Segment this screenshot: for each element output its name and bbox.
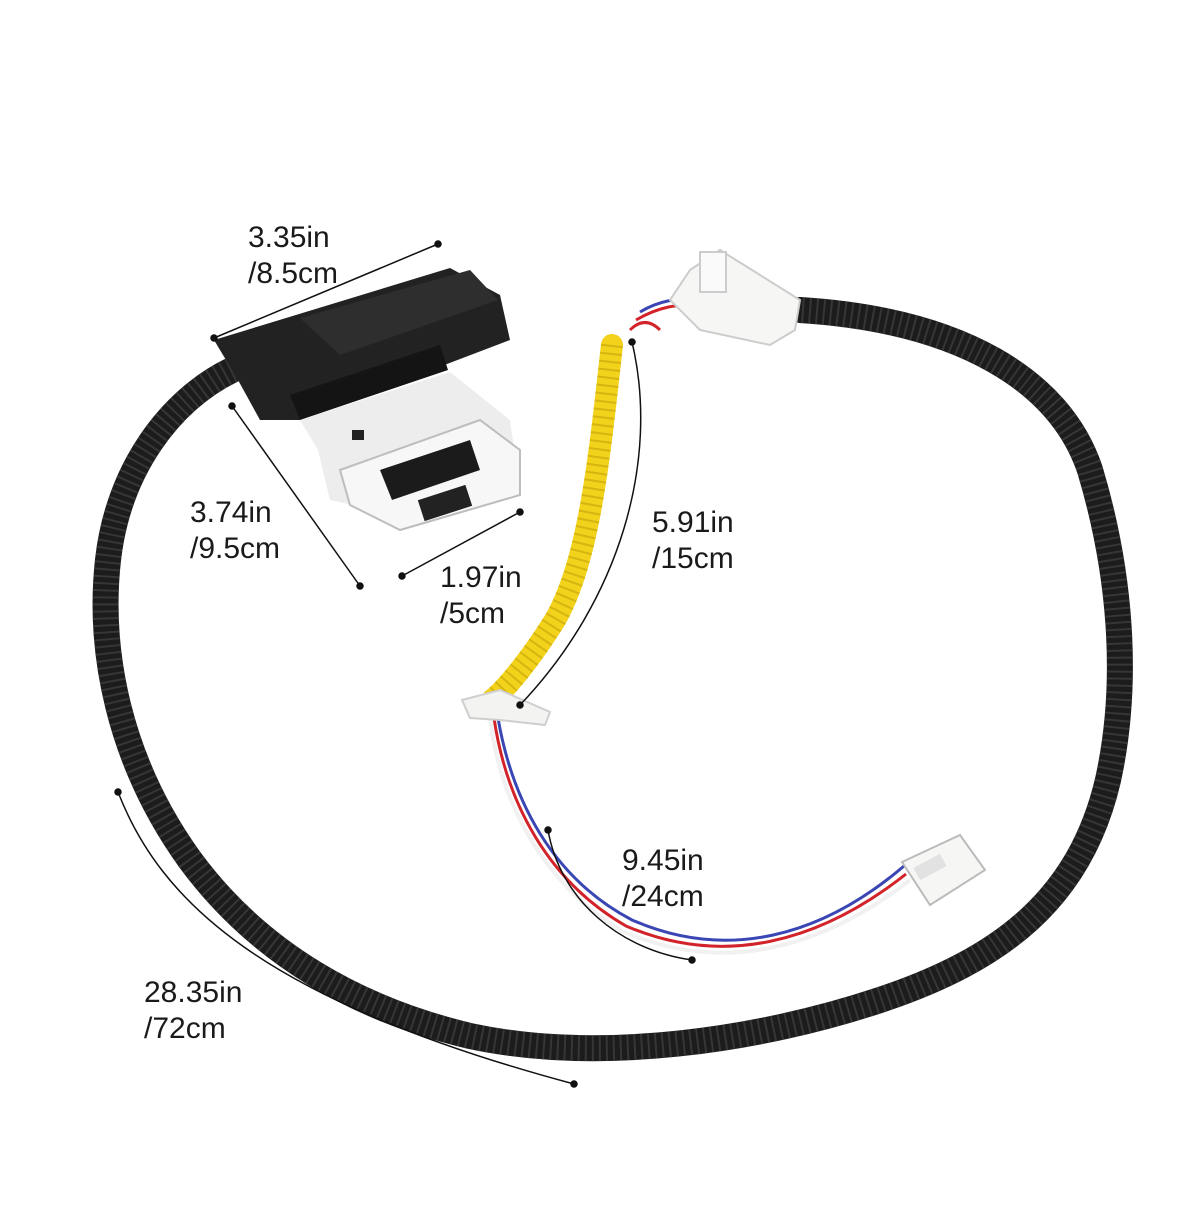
dimension-lines	[114, 240, 696, 1088]
dimension-label-black-harness: 28.35in /72cm	[144, 975, 242, 1047]
cm-value: /15cm	[652, 542, 734, 575]
inch-value: 3.74in	[190, 496, 272, 529]
inch-value: 1.97in	[440, 561, 522, 594]
bottom-connector	[900, 833, 987, 907]
inch-value: 3.35in	[248, 221, 330, 254]
cm-value: /9.5cm	[190, 532, 281, 565]
inch-value: 5.91in	[652, 506, 734, 539]
dimension-label-lock-length: 3.35in /8.5cm	[248, 220, 338, 292]
lid-lock-switch	[214, 268, 521, 532]
cable-clip	[460, 688, 552, 727]
cm-value: /5cm	[440, 597, 506, 630]
dimension-label-yellow-sleeve: 5.91in /15cm	[652, 505, 734, 577]
inch-value: 28.35in	[144, 976, 243, 1009]
wire-lead	[488, 297, 912, 955]
dimension-label-lock-depth: 3.74in /9.5cm	[190, 495, 280, 567]
cm-value: /24cm	[622, 880, 704, 913]
inch-value: 9.45in	[622, 844, 704, 877]
dimension-label-wire-lead: 9.45in /24cm	[622, 843, 704, 915]
top-connector	[668, 248, 802, 347]
cm-value: /8.5cm	[248, 257, 339, 290]
dimension-label-lock-height: 1.97in /5cm	[440, 560, 522, 632]
cm-value: /72cm	[144, 1012, 226, 1045]
